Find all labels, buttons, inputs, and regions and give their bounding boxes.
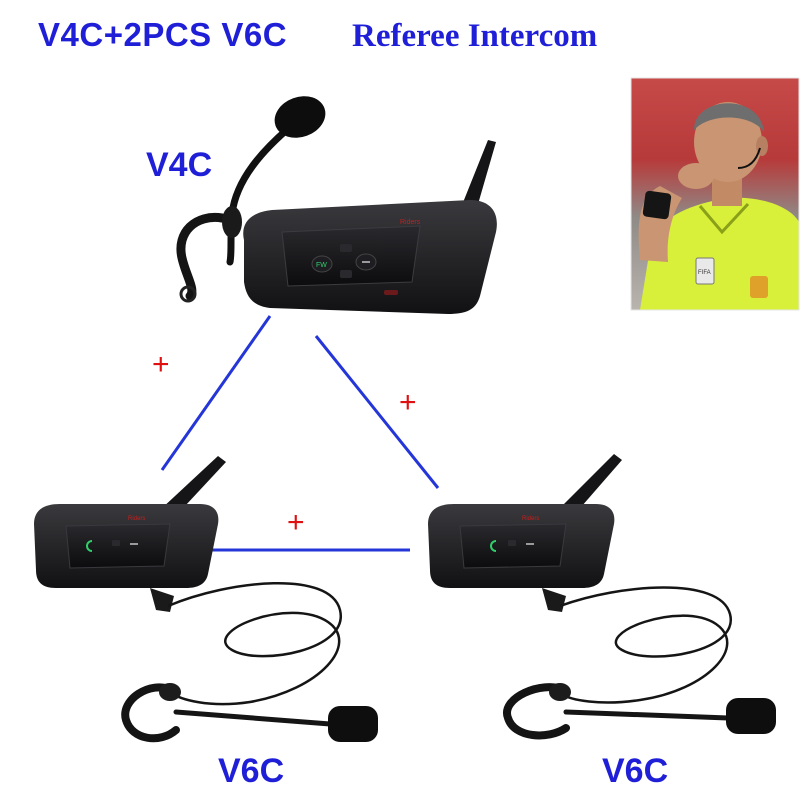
- svg-text:FW: FW: [316, 262, 327, 269]
- fifa-badge-icon: [695, 257, 715, 285]
- mic-foam-icon: [274, 96, 326, 138]
- plus-bottom: +: [287, 506, 305, 539]
- v6c-left-led-icon: [86, 540, 93, 552]
- antenna-icon: [460, 140, 496, 218]
- mic-foam-icon: [328, 706, 378, 742]
- fifa-badge-text: FIFA: [698, 270, 711, 276]
- brand-mark-left: Riders: [128, 516, 145, 522]
- wristband-icon: [642, 190, 672, 220]
- plus-right: +: [399, 386, 417, 419]
- v6c-device-left: Riders: [34, 456, 378, 743]
- plus-left: +: [152, 348, 170, 381]
- ear-hook-icon: [503, 683, 570, 740]
- product-title: V4C+2PCS V6C: [38, 16, 288, 53]
- ear-hook-icon: [176, 212, 227, 301]
- v6c-device-right: Riders: [428, 454, 776, 740]
- connection-lines: [160, 315, 440, 552]
- product-subtitle: Referee Intercom: [352, 18, 598, 54]
- ear-hook-icon: [121, 683, 180, 743]
- v4c-device: Riders FW: [176, 96, 497, 314]
- cable-icon: [167, 581, 342, 706]
- label-v4c: V4C: [146, 146, 213, 184]
- brand-mark-top: Riders: [400, 219, 421, 226]
- label-v6c-right: V6C: [602, 752, 669, 790]
- cable-icon: [559, 586, 732, 704]
- link-line-left: [160, 315, 272, 471]
- brand-mark-right: Riders: [522, 516, 539, 522]
- tournament-badge-icon: [750, 276, 768, 298]
- v6c-right-led-icon: [490, 540, 497, 552]
- mic-foam-icon: [726, 698, 776, 734]
- label-v6c-left: V6C: [218, 752, 285, 790]
- v4c-fw-button: [311, 255, 333, 273]
- referee-photo: FIFA: [630, 77, 800, 311]
- link-line-right: [314, 335, 440, 489]
